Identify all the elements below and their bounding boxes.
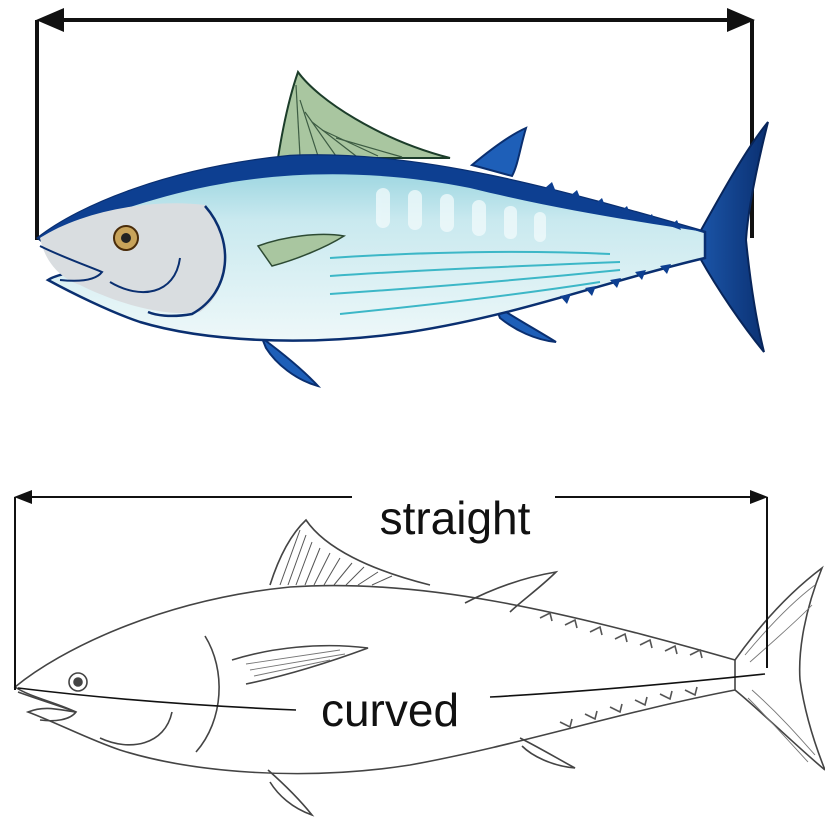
top-tail-fin xyxy=(700,122,768,352)
top-first-dorsal-fin xyxy=(278,72,450,158)
top-fish xyxy=(38,72,768,386)
straight-left-arrowhead xyxy=(14,490,32,504)
bottom-tail-fin xyxy=(735,568,825,770)
curved-measure-line-right xyxy=(490,674,765,697)
top-left-arrowhead xyxy=(36,8,64,32)
bottom-anal-fin xyxy=(520,738,575,768)
bottom-pectoral-fin xyxy=(232,646,368,684)
curved-label: curved xyxy=(321,684,459,736)
bottom-cheek-line xyxy=(100,712,172,745)
bottom-mouth xyxy=(18,692,76,721)
bottom-second-dorsal-fin xyxy=(465,572,556,612)
top-pelvic-fin xyxy=(262,338,318,386)
bottom-fish xyxy=(15,520,825,815)
straight-right-arrowhead xyxy=(750,490,768,504)
bottom-pelvic-fin xyxy=(268,770,312,815)
bottom-measurements: straight curved xyxy=(14,478,768,738)
top-second-dorsal-fin xyxy=(472,128,526,176)
bottom-gill-line xyxy=(196,636,219,752)
straight-label: straight xyxy=(380,492,531,544)
